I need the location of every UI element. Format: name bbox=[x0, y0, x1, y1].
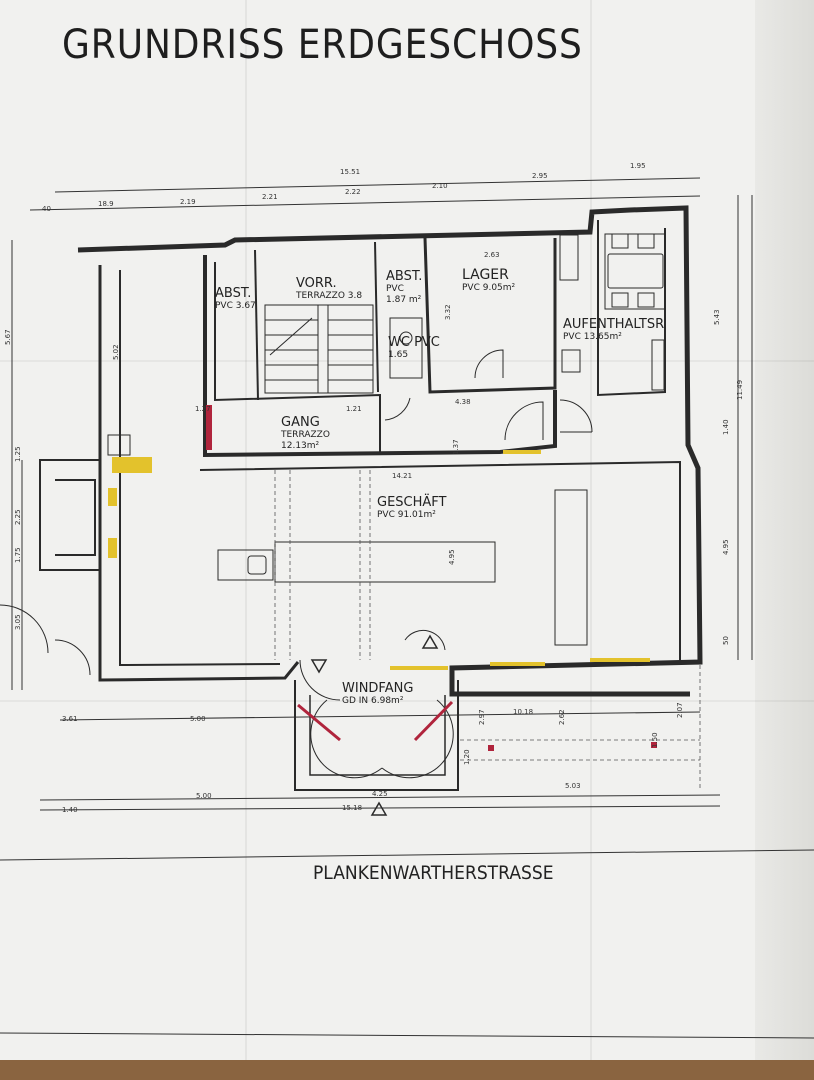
dimension-label: 1.95 bbox=[630, 162, 646, 170]
dimension-label: 5.00 bbox=[196, 792, 212, 800]
dimension-label: 18.9 bbox=[98, 200, 114, 208]
door-swings bbox=[0, 349, 593, 779]
table-surface bbox=[0, 1060, 814, 1080]
dimension-label: 5.43 bbox=[713, 309, 721, 325]
building-walls bbox=[39, 205, 703, 697]
dimension-label: 1.25 bbox=[14, 446, 22, 462]
fold-line bbox=[0, 700, 814, 702]
dimension-label: 1.50 bbox=[651, 732, 659, 748]
dimension-label: 14.21 bbox=[392, 472, 413, 480]
staircase bbox=[264, 304, 374, 394]
fold-line bbox=[590, 0, 592, 1062]
color-markings bbox=[108, 405, 657, 751]
dimension-label: 2.22 bbox=[345, 188, 361, 196]
plan-title: GRUNDRISS ERDGESCHOSS bbox=[62, 22, 583, 68]
room-label-wc: WC PVC 1.65 bbox=[388, 335, 440, 360]
entrance-arrow bbox=[310, 634, 439, 816]
street-name: PLANKENWARTHERSTRASSE bbox=[313, 862, 554, 884]
dimension-label: 1.75 bbox=[14, 547, 22, 563]
dimension-label: 1.40 bbox=[62, 806, 78, 814]
dimension-label: 4.38 bbox=[455, 398, 471, 406]
hidden-lines bbox=[274, 470, 701, 790]
room-label-abstellraum-1: ABST. PVC 3.67 bbox=[215, 286, 256, 311]
dimension-label: 4.95 bbox=[448, 549, 456, 565]
dimension-label: 2.97 bbox=[478, 709, 486, 725]
dimension-label: 1.40 bbox=[722, 419, 730, 435]
dimension-label: 5.02 bbox=[112, 344, 120, 360]
dimension-label: 3.05 bbox=[14, 614, 22, 630]
dimension-label: 3.32 bbox=[444, 304, 452, 320]
dimension-label: 15.51 bbox=[340, 168, 361, 176]
dimension-label: 2.95 bbox=[532, 172, 548, 180]
dimension-label: 2.07 bbox=[676, 702, 684, 718]
dimension-label: 11.49 bbox=[736, 379, 744, 400]
windfang-vestibule bbox=[294, 680, 459, 791]
dimension-label: 1.37 bbox=[452, 439, 460, 455]
room-label-lager: LAGER PVC 9.05m² bbox=[462, 267, 516, 293]
dimension-label: 3.61 bbox=[62, 715, 78, 723]
dimension-label: 4.25 bbox=[372, 790, 388, 798]
dimension-label: 2.63 bbox=[484, 251, 500, 259]
room-label-vorraum: VORR. TERRAZZO 3.8 bbox=[296, 276, 363, 301]
dimension-label: 5.00 bbox=[190, 715, 206, 723]
dimension-label: 5.67 bbox=[4, 329, 12, 345]
dimension-label: 50 bbox=[722, 636, 730, 645]
dimension-label: 15.18 bbox=[342, 804, 363, 812]
dimension-label: 4.95 bbox=[722, 539, 730, 555]
room-label-gang: GANG TERRAZZO 12.13m² bbox=[281, 415, 330, 451]
fold-line bbox=[245, 0, 247, 1062]
dimension-label: 2.21 bbox=[262, 193, 278, 201]
fold-line bbox=[0, 360, 814, 362]
dimension-label: 10.18 bbox=[513, 708, 534, 716]
room-label-abstellraum-2: ABST. PVC 1.87 m² bbox=[386, 269, 423, 305]
dimension-label: 2.19 bbox=[180, 198, 196, 206]
dimension-label: 5.03 bbox=[565, 782, 581, 790]
dimension-label: 40 bbox=[42, 205, 51, 213]
dimension-lines bbox=[0, 177, 814, 1039]
dimension-label: 2.10 bbox=[432, 182, 448, 190]
dimension-label: 1.21 bbox=[346, 405, 362, 413]
paper-curl-shadow bbox=[755, 0, 814, 1062]
dimension-label: 2.25 bbox=[14, 509, 22, 525]
dimension-label: 1.20 bbox=[463, 749, 471, 765]
dimension-label: 2.62 bbox=[558, 709, 566, 725]
room-label-windfang: WINDFANG GD IN 6.98m² bbox=[342, 681, 414, 706]
room-label-geschaeft: GESCHÄFT PVC 91.01m² bbox=[377, 495, 447, 520]
room-label-aufenthaltsraum: AUFENTHALTSR PVC 13.65m² bbox=[563, 317, 665, 342]
dimension-label: 1.27 bbox=[195, 405, 211, 413]
